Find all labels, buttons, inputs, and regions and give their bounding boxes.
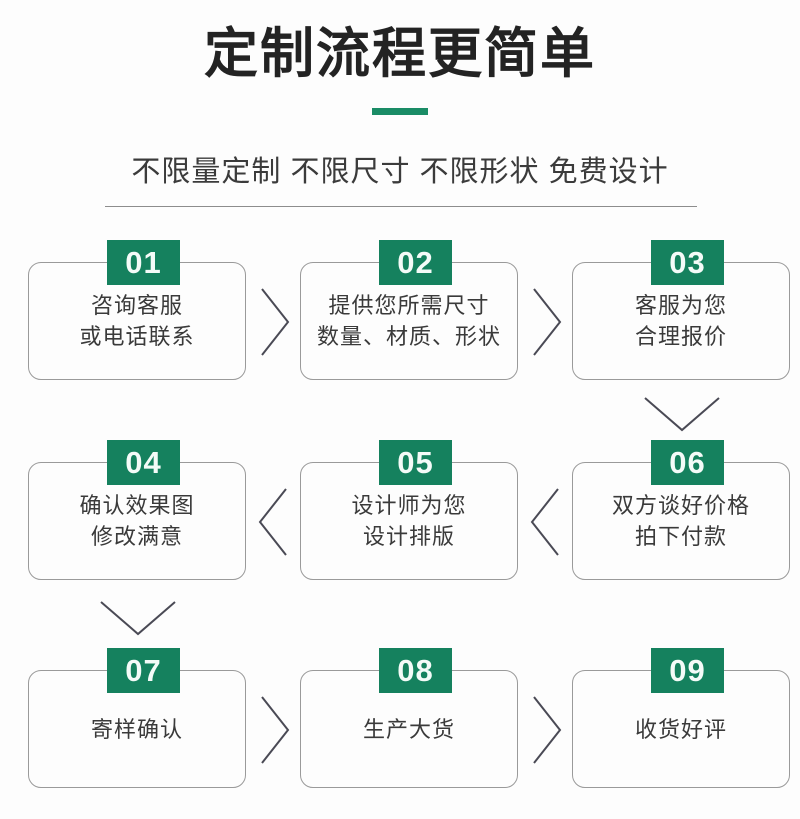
chevron-left-icon [248, 483, 300, 561]
step-number-badge: 05 [379, 440, 452, 485]
chevron-down-icon [93, 592, 183, 644]
flow-step-04[interactable]: 确认效果图 修改满意 04 [28, 440, 248, 580]
step-number-badge: 09 [651, 648, 724, 693]
step-label-line: 修改满意 [90, 524, 183, 549]
step-label-line: 合理报价 [634, 324, 727, 349]
step-number-badge: 03 [651, 240, 724, 285]
step-label: 确认效果图 修改满意 [28, 462, 246, 580]
chevron-down-icon [637, 388, 727, 440]
step-number-badge: 07 [107, 648, 180, 693]
flow-step-05[interactable]: 设计师为您 设计排版 05 [300, 440, 520, 580]
chevron-right-icon [520, 691, 572, 769]
flow-step-07[interactable]: 寄样确认 07 [28, 648, 248, 788]
step-label: 设计师为您 设计排版 [300, 462, 518, 580]
flow-step-09[interactable]: 收货好评 09 [572, 648, 792, 788]
chevron-right-icon [248, 283, 300, 361]
step-number-badge: 06 [651, 440, 724, 485]
flow-step-03[interactable]: 客服为您 合理报价 03 [572, 240, 792, 380]
flow-step-02[interactable]: 提供您所需尺寸 数量、材质、形状 02 [300, 240, 520, 380]
step-label: 生产大货 [300, 670, 518, 788]
step-label-line: 或电话联系 [79, 324, 195, 349]
step-label-line: 收货好评 [634, 716, 727, 742]
page-header: 定制流程更简单 不限量定制 不限尺寸 不限形状 免费设计 [0, 0, 800, 207]
chevron-left-icon [520, 483, 572, 561]
step-number-badge: 04 [107, 440, 180, 485]
header-divider [105, 206, 697, 207]
step-number-badge: 01 [107, 240, 180, 285]
step-label-line: 拍下付款 [634, 524, 727, 549]
step-label: 提供您所需尺寸 数量、材质、形状 [300, 262, 518, 380]
step-label: 收货好评 [572, 670, 790, 788]
flow-step-06[interactable]: 双方谈好价格 拍下付款 06 [572, 440, 792, 580]
flow-step-01[interactable]: 咨询客服 或电话联系 01 [28, 240, 248, 380]
step-label: 咨询客服 或电话联系 [28, 262, 246, 380]
page-subtitle: 不限量定制 不限尺寸 不限形状 免费设计 [131, 156, 669, 188]
chevron-right-icon [248, 691, 300, 769]
chevron-right-icon [520, 283, 572, 361]
step-label-line: 生产大货 [362, 716, 455, 742]
step-label-line: 设计师为您 [351, 493, 467, 518]
step-number-badge: 02 [379, 240, 452, 285]
step-number-badge: 08 [379, 648, 452, 693]
step-label-line: 确认效果图 [79, 493, 195, 518]
step-label-line: 提供您所需尺寸 [328, 293, 490, 318]
title-accent-bar [372, 108, 428, 115]
step-label-line: 咨询客服 [90, 293, 183, 318]
flow-step-08[interactable]: 生产大货 08 [300, 648, 520, 788]
step-label: 寄样确认 [28, 670, 246, 788]
step-label-line: 双方谈好价格 [611, 493, 750, 518]
page-title: 定制流程更简单 [204, 24, 596, 84]
step-label-line: 数量、材质、形状 [316, 324, 501, 349]
step-label-line: 设计排版 [362, 524, 455, 549]
step-label: 双方谈好价格 拍下付款 [572, 462, 790, 580]
step-label-line: 客服为您 [634, 293, 727, 318]
step-label: 客服为您 合理报价 [572, 262, 790, 380]
step-label-line: 寄样确认 [90, 716, 183, 742]
